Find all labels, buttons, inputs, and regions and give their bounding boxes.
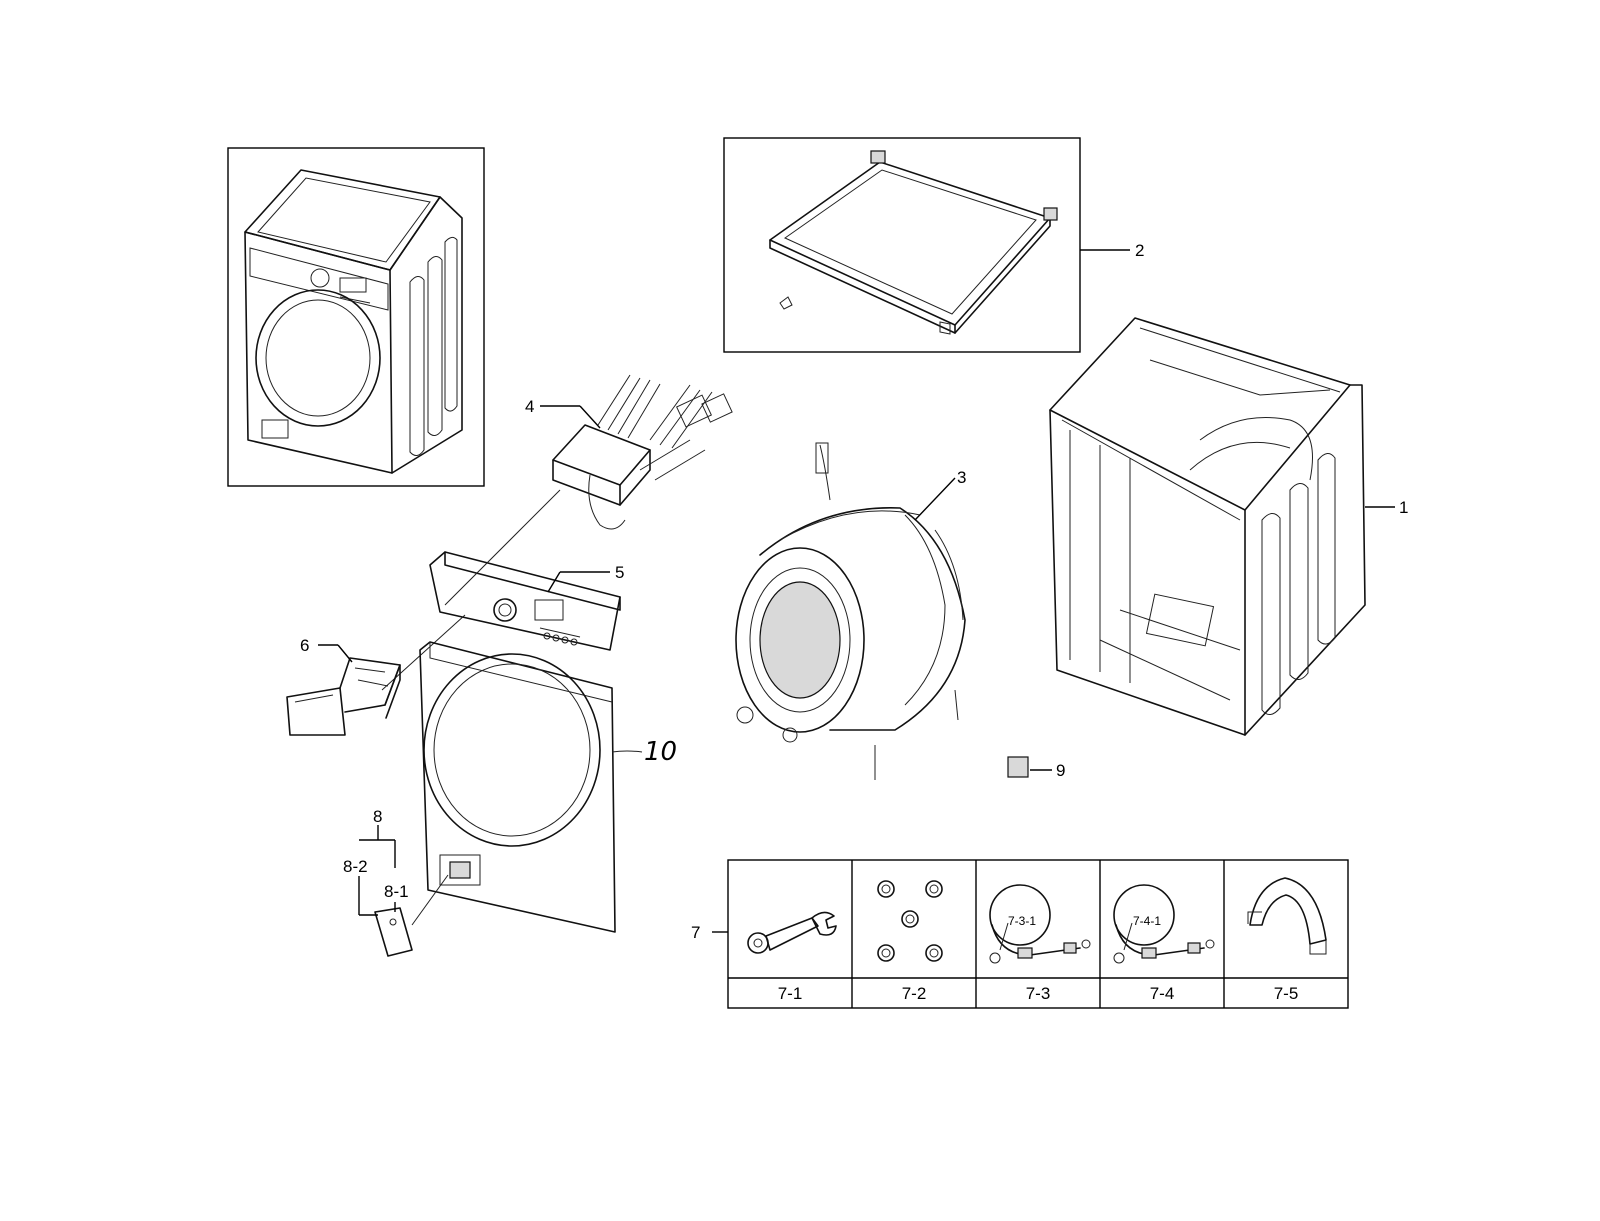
table-cell-label: 7-4 (1150, 984, 1175, 1003)
callout-8-2: 8-2 (343, 857, 368, 876)
callout-7-3-1: 7-3-1 (1008, 914, 1036, 928)
hose-icon (989, 884, 1091, 964)
callout-4: 4 (525, 397, 534, 416)
callout-2: 2 (1135, 241, 1144, 260)
accessory-table: 7-3-1 7-4-1 7-1 7-2 7-3 7-4 7-5 (712, 859, 1349, 1009)
part-10-front-panel (419, 641, 643, 933)
callout-8-1: 8-1 (384, 882, 409, 901)
cap-icon (877, 880, 943, 962)
callout-8: 8 (373, 807, 382, 826)
callout-7: 7 (691, 923, 700, 942)
part-2-top-cover (723, 137, 1130, 353)
callout-3: 3 (957, 468, 966, 487)
table-cell-label: 7-3 (1026, 984, 1051, 1003)
callout-7-4-1: 7-4-1 (1133, 914, 1161, 928)
table-cell-label: 7-1 (778, 984, 803, 1003)
callout-9: 9 (1056, 761, 1065, 780)
part-1-cabinet (1049, 317, 1395, 736)
table-cell-label: 7-5 (1274, 984, 1299, 1003)
callout-6: 6 (300, 636, 309, 655)
assembly-leader (444, 489, 561, 606)
table-cell-label: 7-2 (902, 984, 927, 1003)
assembled-washer-view (227, 147, 485, 487)
part-4-drawer-housing (540, 374, 733, 530)
wrench-icon (747, 911, 837, 954)
callout-5: 5 (615, 563, 624, 582)
part-9-label (1007, 756, 1052, 778)
callout-1: 1 (1399, 498, 1408, 517)
hose-icon (1113, 884, 1215, 964)
hose-guide-icon (1247, 877, 1327, 955)
part-8-filter-cover (358, 825, 449, 957)
part-6-detergent-drawer (286, 644, 401, 736)
part-5-control-panel (429, 551, 621, 651)
callout-10: 10 (644, 737, 677, 767)
part-3-tub-assembly (735, 442, 966, 780)
